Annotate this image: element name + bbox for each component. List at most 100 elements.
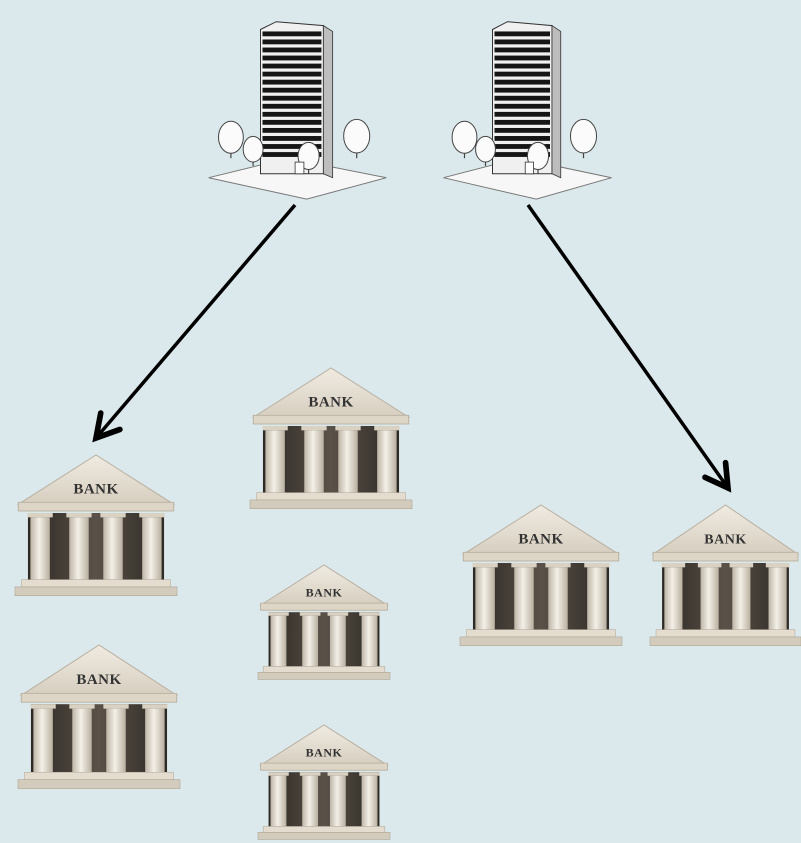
bank-step [21, 579, 171, 588]
bank-column-capital [359, 612, 380, 616]
tower-window-band [262, 144, 322, 149]
bank-column [145, 708, 165, 773]
bank-step [256, 492, 406, 501]
bank-portico [262, 426, 400, 493]
bank-step [262, 826, 386, 833]
bank-column [338, 430, 358, 493]
bank-column-capital [30, 704, 56, 709]
bank-base [459, 636, 623, 646]
bank-label: BANK [76, 672, 121, 688]
tree-icon [569, 118, 598, 154]
tower-window-band [262, 127, 322, 133]
bank-column-capital [327, 772, 349, 776]
bank-column-capital [472, 563, 498, 568]
bank-column-capital [66, 513, 92, 518]
tower-window-band [262, 39, 322, 45]
bank-column-capital [103, 704, 129, 709]
bank-column [475, 567, 495, 630]
bank-entablature [260, 762, 388, 771]
tower-window-band [262, 79, 322, 85]
bank-column-capital [299, 772, 321, 776]
tower-window-band [494, 71, 550, 77]
tower-window-band [494, 79, 550, 85]
bank-column [69, 517, 89, 580]
bank-icon: BANK [649, 504, 801, 646]
tower-window-band [494, 127, 550, 133]
bank-column [142, 517, 162, 580]
bank-column-capital [27, 513, 53, 518]
bank-column-capital [584, 563, 610, 568]
bank-column [548, 567, 568, 630]
bank-column [302, 775, 319, 827]
bank-column [270, 615, 287, 667]
bank-portico [472, 563, 610, 630]
nodes-layer: BANK BANK BANK BANK BANK BANK BANK [14, 21, 801, 840]
bank-icon: BANK [257, 564, 391, 680]
tower-window-band [262, 31, 322, 37]
bank-column [587, 567, 607, 630]
bank-portico [662, 563, 789, 630]
tower-window-band [494, 119, 550, 125]
bank-column-capital [262, 426, 288, 431]
tower-window-band [494, 144, 550, 149]
bank-column-capital [299, 612, 321, 616]
bank-column [514, 567, 534, 630]
bank-entablature [652, 551, 799, 562]
bank-entablature [20, 692, 178, 703]
bank-column-capital [327, 612, 349, 616]
bank-column-capital [69, 704, 95, 709]
bank-step [24, 771, 174, 780]
bank-base [17, 779, 181, 789]
bank-column [329, 615, 346, 667]
bank-step [262, 666, 386, 673]
bank-column-capital [268, 772, 289, 776]
tower-window-band [262, 119, 322, 125]
tower-window-band [262, 152, 322, 157]
tower-window-band [262, 71, 322, 77]
bank-column-capital [100, 513, 126, 518]
bank-label: BANK [306, 745, 343, 759]
bank-entablature [17, 501, 175, 512]
bank-label: BANK [518, 531, 563, 547]
tower-window-band [494, 87, 550, 93]
tower-door [524, 161, 534, 175]
bank-portico [268, 772, 380, 827]
tower-window-band [494, 31, 550, 37]
bank-label: BANK [73, 481, 118, 497]
bank-label: BANK [308, 394, 353, 410]
tower-window-band [494, 63, 550, 69]
tower-window-band [494, 111, 550, 117]
tower-window-band [494, 103, 550, 109]
bank-column-capital [765, 563, 790, 568]
tree-icon [475, 135, 496, 163]
bank-base [249, 499, 413, 509]
bank-column-capital [268, 612, 289, 616]
bank-base [649, 636, 801, 646]
bank-entablature [260, 602, 388, 611]
tower-window-band [262, 47, 322, 53]
bank-icon: BANK [257, 724, 391, 840]
bank-column [33, 708, 53, 773]
bank-column [304, 430, 324, 493]
bank-icon: BANK [459, 504, 623, 646]
bank-column [265, 430, 285, 493]
bank-column [732, 567, 751, 630]
bank-base [14, 586, 178, 596]
bank-column-capital [301, 426, 327, 431]
bank-column [361, 775, 378, 827]
bank-column [302, 615, 319, 667]
bank-column [664, 567, 683, 630]
bank-column [768, 567, 787, 630]
bank-entablature [462, 551, 620, 562]
bank-column-capital [545, 563, 571, 568]
arrow-tower-right-to-bank-7 [526, 203, 732, 493]
bank-portico [30, 704, 168, 773]
tower-window-band [494, 39, 550, 45]
bank-column [377, 430, 397, 493]
bank-column [329, 775, 346, 827]
bank-entablature [252, 414, 410, 425]
bank-step [655, 629, 796, 638]
edges-layer [92, 203, 732, 493]
office-building-icon [443, 21, 612, 200]
